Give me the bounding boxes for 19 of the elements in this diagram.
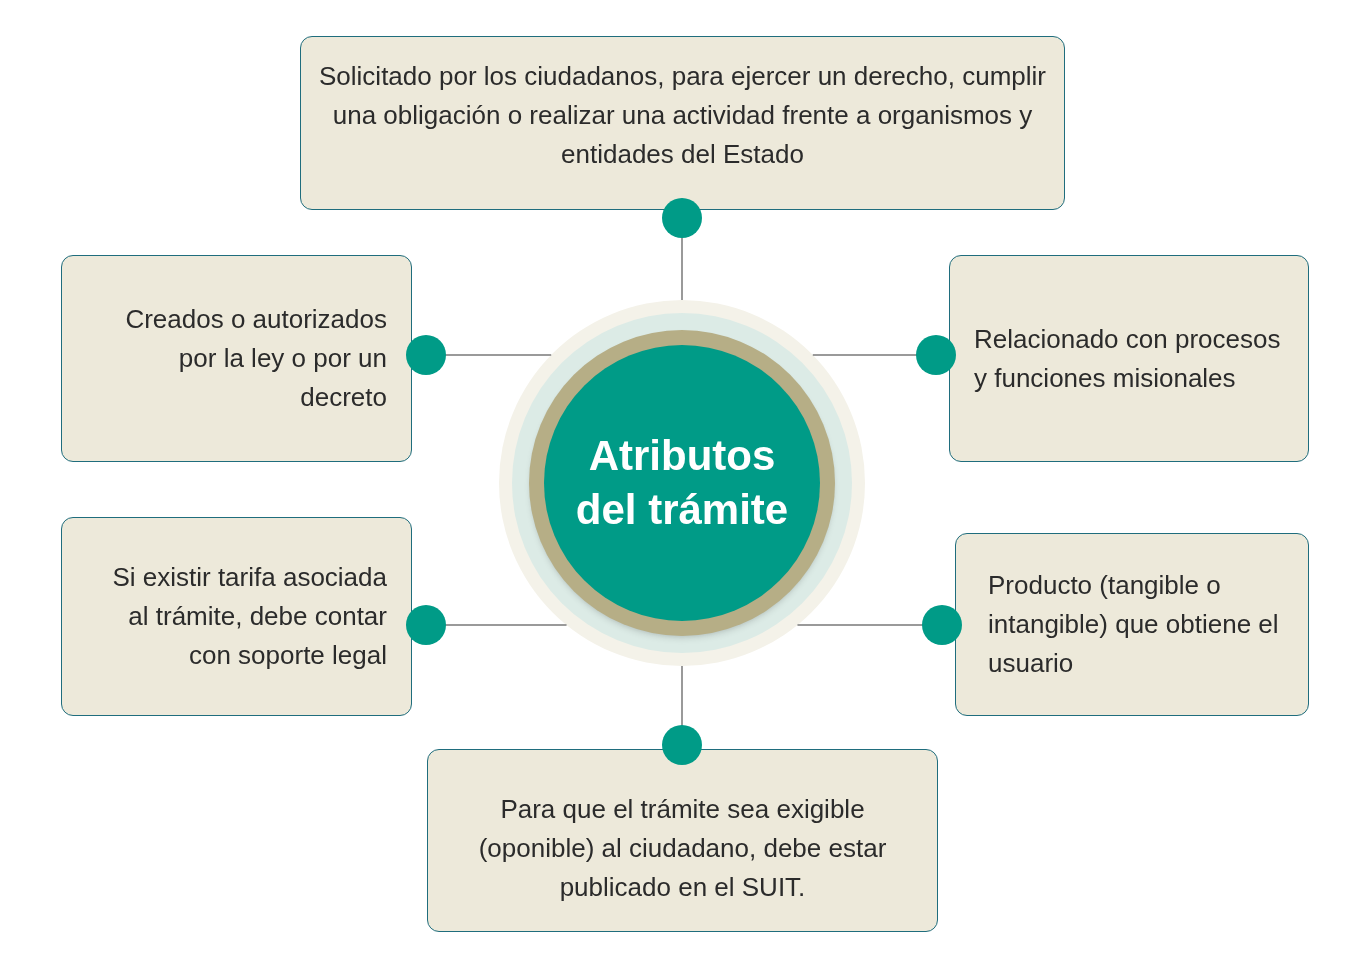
box-text: Creados o autorizados por la ley o por un decreto: [124, 303, 387, 414]
box-text: Si existir tarifa asociada al trámite, debe contar con soporte legal: [111, 561, 387, 672]
center-title: Atributos del trámite: [574, 431, 790, 535]
text-box: [955, 533, 1309, 716]
text-box: [61, 517, 412, 716]
text-box: [949, 255, 1309, 462]
box-text: Para que el trámite sea exigible (oponible) al ciudadano, debe estar publicado en el SUIT.: [477, 793, 888, 904]
text-box: [61, 255, 412, 462]
text-box: [300, 36, 1065, 210]
connector: [662, 665, 702, 765]
box-text: Relacionado con procesos y funciones misionales: [974, 322, 1282, 395]
box-text: Producto (tangible o intangible) que obtiene el usuario: [988, 569, 1280, 680]
connector: [796, 605, 962, 645]
connector: [406, 335, 553, 375]
connector: [662, 198, 702, 301]
text-box: [427, 749, 938, 932]
box-text: Solicitado por los ciudadanos, para ejercer un derecho, cumplir una obligación o realizar una actividad frente a organismos y entidades del Estado: [318, 59, 1047, 171]
connector: [406, 605, 568, 645]
connector: [811, 335, 956, 375]
